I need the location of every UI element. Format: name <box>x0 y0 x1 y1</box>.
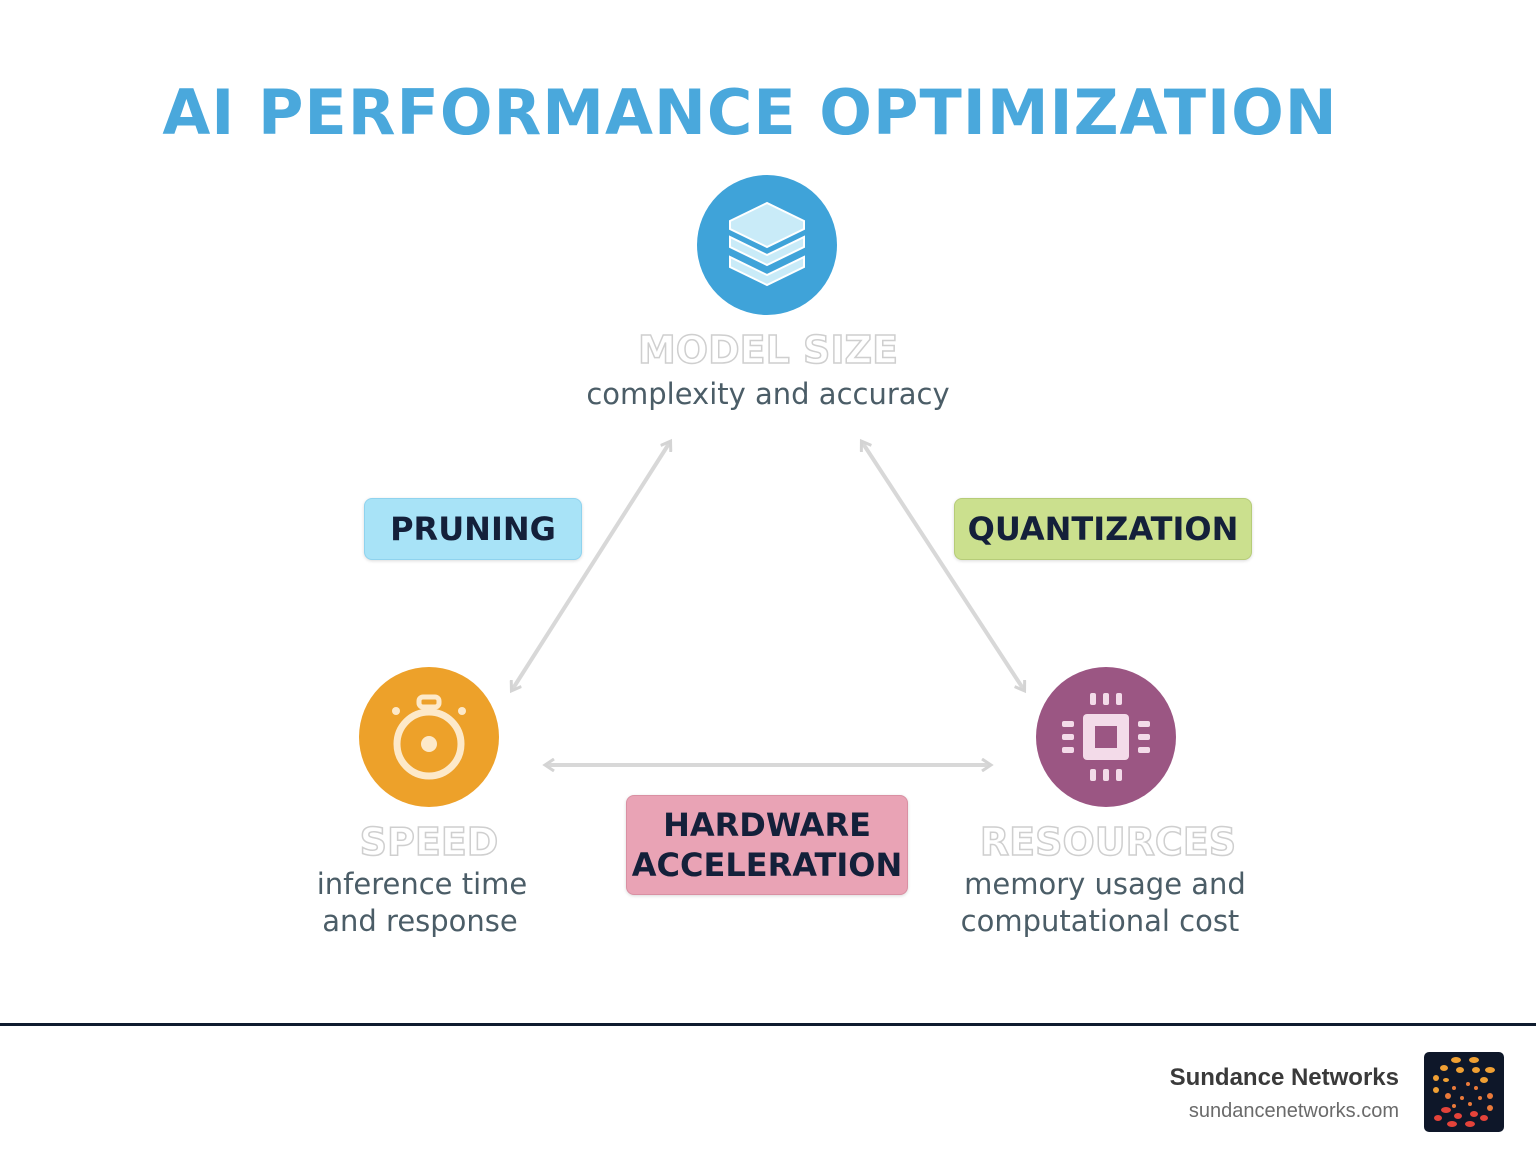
layers-icon <box>729 201 805 287</box>
sundance-logo-icon <box>1433 1057 1495 1127</box>
resources-node <box>1036 667 1176 807</box>
acceleration-line: ACCELERATION <box>631 846 903 884</box>
company-url[interactable]: sundancenetworks.com <box>1188 1100 1399 1122</box>
resources-description-line1: memory usage and <box>964 867 1246 901</box>
brand: Sundance Networks sundancenetworks.com <box>1170 1064 1399 1123</box>
arrow-model-resources <box>862 442 1024 690</box>
sundance-logo <box>1424 1052 1504 1132</box>
speed-label: SPEED <box>359 819 499 865</box>
speed-description-line1: inference time <box>316 867 528 901</box>
model-size-node <box>697 175 837 315</box>
model-size-description: complexity and accuracy <box>586 377 950 411</box>
stopwatch-icon <box>392 694 466 780</box>
footer-divider <box>0 1023 1536 1026</box>
hardware-acceleration-tag: HARDWARE ACCELERATION <box>626 795 908 895</box>
model-size-label: MODEL SIZE <box>637 327 899 373</box>
hardware-line: HARDWARE <box>663 806 871 844</box>
pruning-tag: PRUNING <box>364 498 582 560</box>
resources-description-line2: computational cost <box>960 904 1240 938</box>
company-name: Sundance Networks <box>1169 1064 1399 1091</box>
resources-label: RESOURCES <box>979 819 1237 865</box>
speed-description-line2: and response <box>322 904 518 938</box>
diagram-title: AI PERFORMANCE OPTIMIZATION <box>162 76 1338 149</box>
speed-node <box>359 667 499 807</box>
quantization-tag: QUANTIZATION <box>954 498 1252 560</box>
chip-icon <box>1062 693 1150 781</box>
arrow-model-speed <box>512 442 670 690</box>
